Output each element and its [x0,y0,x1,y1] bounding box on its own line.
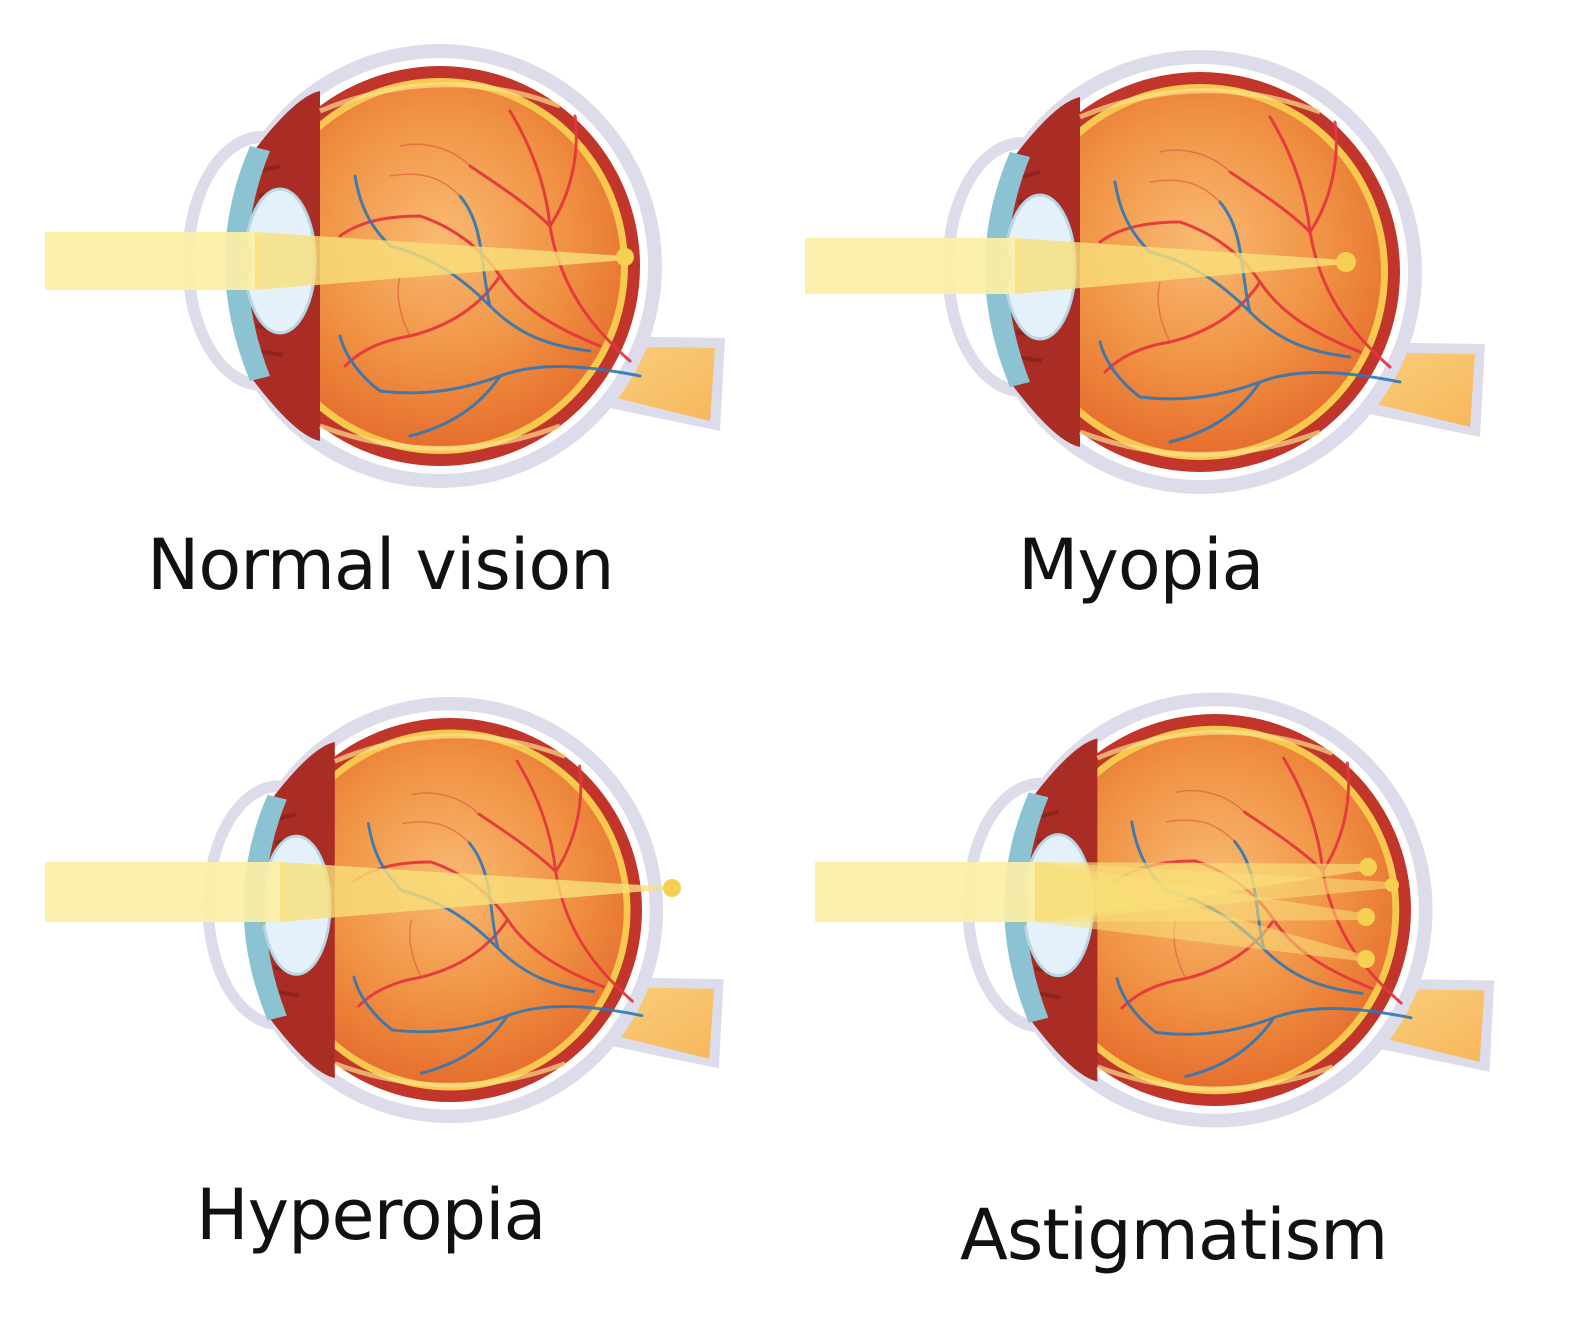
diagram-hyperopia: Hyperopia [0,660,791,1320]
focal-point [1357,908,1375,926]
diagram-astigmatism: Astigmatism [760,660,1582,1320]
focal-point [1336,252,1356,272]
light-beam-incoming [815,862,1040,922]
light-beam-incoming [45,232,260,290]
diagram-normal-vision: Normal vision [0,0,791,660]
focal-point [1385,878,1399,892]
diagram-label: Hyperopia [196,1174,546,1256]
diagram-label: Normal vision [147,524,615,606]
diagram-label: Astigmatism [960,1194,1388,1276]
focal-point [616,248,634,266]
focal-point [663,879,681,897]
eye-illustration-hyperopia [45,660,791,1320]
light-beam-incoming [805,238,1020,294]
light-beam-converging-4 [1035,862,1368,962]
focal-point [1357,950,1375,968]
light-beam-converging [280,862,672,922]
light-beam-converging [255,232,625,290]
light-beam-converging [1015,238,1345,294]
eye-illustration-myopia [805,0,1582,660]
light-beam-incoming [45,862,285,922]
diagram-label: Myopia [1018,524,1264,606]
diagram-myopia: Myopia [760,0,1582,660]
eye-illustration-astigmatism [815,660,1582,1320]
focal-point [1359,858,1377,876]
eye-illustration-normal [45,0,791,660]
